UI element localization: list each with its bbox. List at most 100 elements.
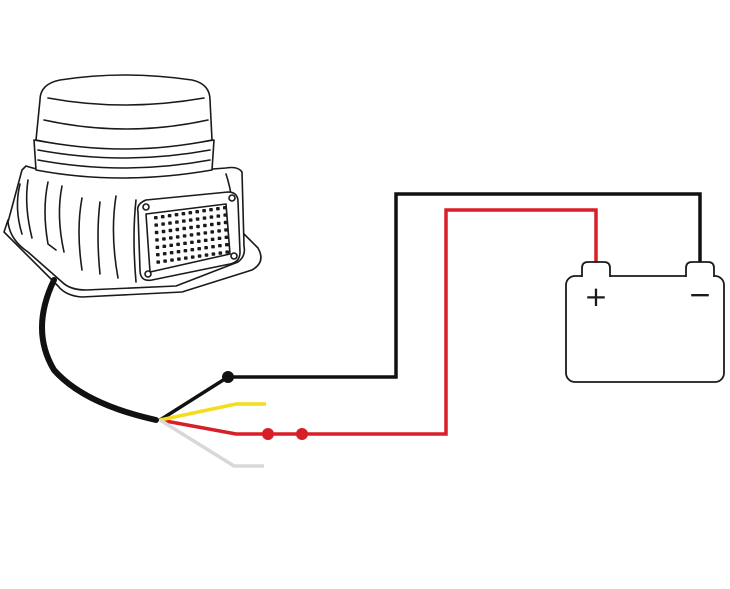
device-rib	[25, 179, 33, 239]
black-wire-junction	[222, 371, 234, 383]
grille-hole	[223, 206, 227, 210]
grille-hole	[184, 256, 188, 260]
red-wire-junction	[262, 428, 274, 440]
grille-hole	[188, 211, 193, 215]
grille-hole	[210, 237, 215, 241]
grille-hole	[182, 219, 186, 223]
grille-hole	[175, 220, 179, 224]
speaker-grille-inner	[145, 203, 231, 273]
grille-hole	[225, 250, 229, 254]
grille-hole	[162, 252, 167, 256]
device-collar-line	[37, 149, 211, 159]
grille-hole	[189, 225, 193, 230]
battery-body	[565, 275, 725, 383]
grille-hole	[210, 222, 214, 227]
grille-hole	[195, 210, 199, 214]
grille-hole	[161, 222, 165, 226]
grille-hole	[162, 244, 167, 248]
grille-hole	[204, 246, 208, 250]
grille-hole	[210, 230, 214, 234]
grille-hole	[204, 253, 209, 257]
grille-hole	[217, 236, 222, 240]
grille-hole	[163, 259, 167, 263]
grille-hole	[167, 214, 172, 218]
battery-icon	[565, 261, 725, 383]
grille-hole	[218, 244, 222, 248]
grille-hole	[202, 209, 206, 213]
grille-hole	[202, 216, 207, 220]
grille-hole	[161, 229, 166, 234]
grille-hole	[197, 247, 201, 251]
grille-hole	[154, 223, 158, 227]
device-rib	[97, 201, 101, 275]
grille-hole	[211, 252, 216, 256]
grille-hole	[169, 236, 173, 240]
grille-hole	[196, 224, 200, 229]
grille-hole	[197, 239, 201, 243]
grille-hole	[169, 251, 174, 255]
grille-hole	[177, 257, 181, 261]
grille-hole	[209, 208, 213, 212]
wire-black	[159, 192, 702, 422]
grille-hole	[203, 238, 208, 242]
grille-hole	[224, 235, 229, 239]
grille-hole	[216, 214, 221, 218]
wire-yellow	[159, 402, 266, 422]
wire-red	[159, 208, 598, 436]
device-dome-top	[47, 97, 205, 106]
grille-hole	[168, 228, 173, 233]
grille-hole	[216, 221, 221, 226]
battery-positive-symbol: +	[584, 280, 607, 313]
battery-negative-terminal	[685, 261, 715, 277]
grille-hole	[190, 248, 195, 252]
grille-hole	[162, 237, 166, 241]
beacon-speaker-icon	[3, 74, 262, 298]
grille-hole	[176, 250, 181, 254]
grille-hole	[154, 230, 159, 235]
grille-hole	[217, 229, 221, 233]
grille-hole	[183, 241, 187, 245]
grille-hole	[225, 243, 229, 247]
grille-hole	[203, 223, 207, 228]
grille-hole	[189, 233, 194, 237]
grille-hole	[203, 231, 208, 235]
grille-hole	[170, 258, 174, 262]
grille-hole	[197, 254, 202, 258]
grille-hole	[154, 216, 158, 220]
grille-hole	[223, 220, 228, 225]
grille-hole	[182, 234, 187, 238]
grille-screw	[142, 203, 150, 211]
red-wire-junction	[296, 428, 308, 440]
device-rib	[133, 199, 137, 283]
grille-hole	[175, 235, 180, 239]
grille-hole	[188, 218, 193, 222]
grille-hole	[174, 213, 179, 217]
device-rib	[44, 181, 57, 251]
grille-hole	[155, 245, 160, 249]
speaker-grille-holes	[154, 206, 229, 264]
grille-hole	[169, 243, 173, 247]
grille-hole	[181, 212, 186, 216]
grille-hole	[160, 215, 165, 219]
grille-hole	[190, 240, 194, 244]
grille-hole	[168, 221, 172, 225]
grille-screw	[228, 194, 236, 202]
grille-hole	[176, 242, 180, 246]
grille-screw	[144, 270, 152, 278]
grille-hole	[155, 238, 159, 242]
grille-screw	[230, 252, 238, 260]
device-cable	[39, 277, 159, 423]
grille-hole	[216, 207, 220, 211]
grille-hole	[156, 260, 160, 264]
device-dome	[35, 74, 213, 150]
grille-hole	[182, 226, 186, 231]
grille-hole	[218, 251, 223, 255]
device-rib	[16, 183, 23, 235]
device-dome-rim	[43, 119, 209, 130]
grille-hole	[211, 245, 215, 249]
battery-negative-symbol: −	[688, 278, 711, 311]
grille-hole	[223, 213, 227, 217]
device-rib	[58, 185, 65, 253]
